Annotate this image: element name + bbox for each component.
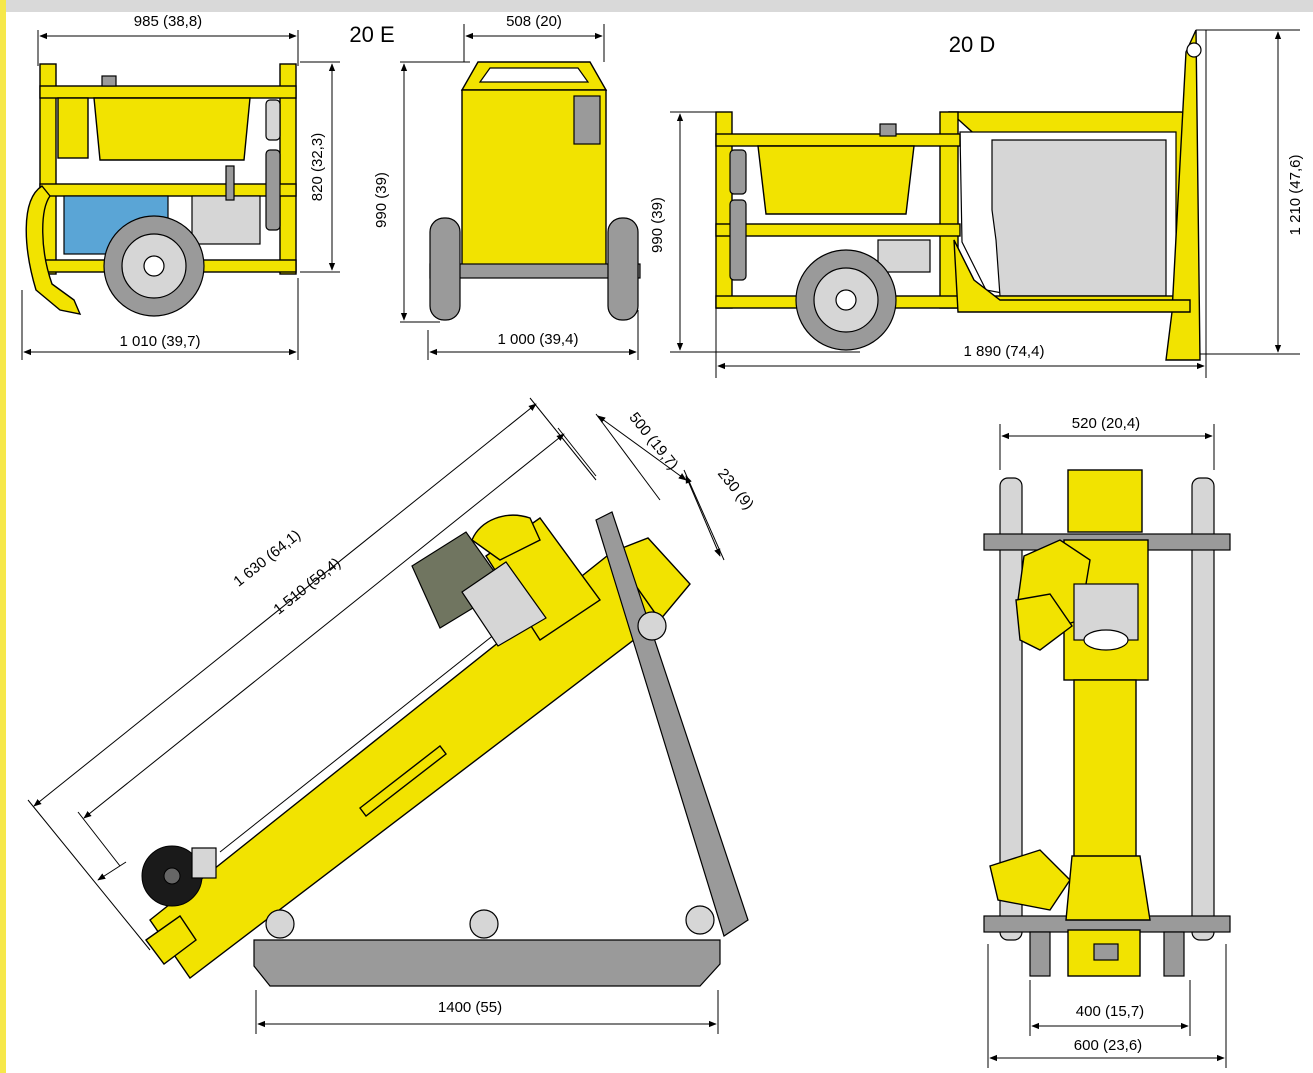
- top-bar: [0, 0, 1313, 12]
- electric-unit-side-view: [21, 30, 340, 360]
- mast-total-label: 1 630 (64,1): [230, 527, 304, 591]
- guide-rod: [1191, 477, 1215, 941]
- guide-rod: [999, 477, 1023, 941]
- d-length-label: 1 890 (74,4): [964, 343, 1045, 360]
- mast-offset-a-label: 500 (19,7): [625, 409, 681, 473]
- wheel: [429, 217, 461, 321]
- e-side-width-label: 985 (38,8): [134, 13, 202, 30]
- feed-beam: [149, 550, 661, 980]
- d-mast-height-label: 1 210 (47,6): [1287, 155, 1304, 236]
- mast-offset-b-label: 230 (9): [714, 465, 757, 513]
- left-border: [0, 0, 6, 1073]
- e-side-length-label: 1 010 (39,7): [120, 333, 201, 350]
- end-width-outer-label: 600 (23,6): [1074, 1037, 1142, 1054]
- support-leg: [595, 511, 749, 937]
- base-length-label: 1400 (55): [438, 999, 502, 1016]
- wheel: [607, 217, 639, 321]
- base-plate: [253, 939, 721, 987]
- diesel-model-label: 20 D: [949, 32, 995, 57]
- d-height-label: 990 (39): [649, 197, 666, 253]
- e-front-width-label: 508 (20): [506, 13, 562, 30]
- electric-model-label: 20 E: [349, 22, 394, 47]
- diesel-unit-side-view: [670, 29, 1300, 378]
- e-front-track-label: 1 000 (39,4): [498, 331, 579, 348]
- end-width-top-label: 520 (20,4): [1072, 415, 1140, 432]
- drill-rig-side-view: [27, 397, 749, 1034]
- e-side-height-label: 820 (32,3): [309, 133, 326, 201]
- end-width-inner-label: 400 (15,7): [1076, 1003, 1144, 1020]
- electric-unit-front-view: [400, 24, 641, 360]
- drill-rig-end-view: [983, 424, 1231, 1068]
- mast-feed-label: 1 510 (59,4): [270, 555, 344, 619]
- e-front-height-label: 990 (39): [373, 172, 390, 228]
